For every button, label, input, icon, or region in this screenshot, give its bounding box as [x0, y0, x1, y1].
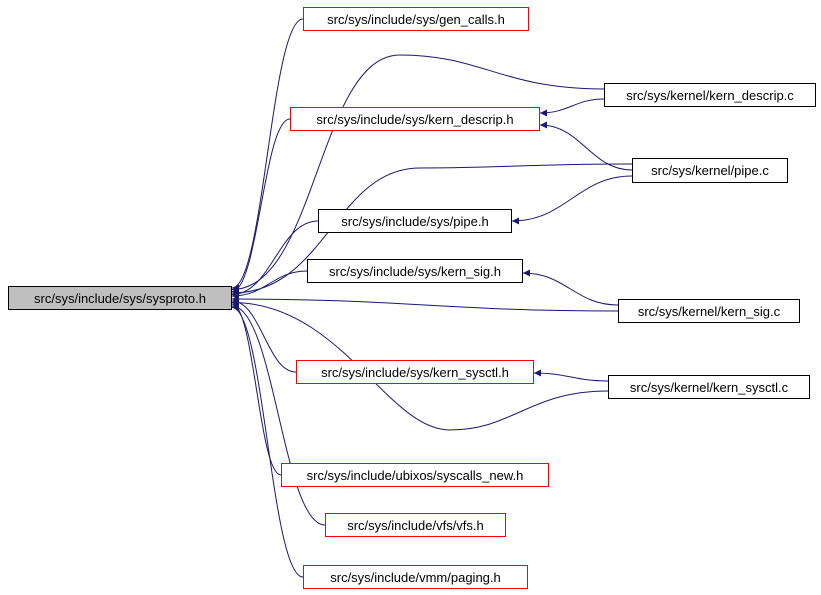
- edge-paging_h-to-sysproto_h: [231, 304, 304, 578]
- graph-node-label: src/sys/kernel/kern_sig.c: [637, 303, 781, 319]
- graph-node-kern_sig_c[interactable]: src/sys/kernel/kern_sig.c: [618, 299, 800, 323]
- graph-node-kern_sysctl_h[interactable]: src/sys/include/sys/kern_sysctl.h: [296, 360, 534, 384]
- edge-kern_sig_c-to-kern_sig_h: [522, 269, 619, 306]
- edge-pipe_c-to-kern_descrip_h: [539, 121, 633, 171]
- graph-node-kern_descrip_h[interactable]: src/sys/include/sys/kern_descrip.h: [290, 107, 540, 131]
- graph-node-label: src/sys/include/sys/kern_sysctl.h: [321, 364, 509, 380]
- edge-pipe_c-to-pipe_h: [511, 175, 633, 225]
- edge-kern_sig_c-to-sysproto_h: [231, 295, 619, 312]
- edge-kern_sysctl_h-to-sysproto_h: [231, 297, 297, 373]
- graph-node-kern_descrip_c[interactable]: src/sys/kernel/kern_descrip.c: [604, 83, 816, 107]
- graph-node-label: src/sys/include/ubixos/syscalls_new.h: [306, 467, 524, 483]
- graph-node-label: src/sys/include/sys/pipe.h: [341, 213, 489, 229]
- graph-node-label: src/sys/include/sys/sysproto.h: [34, 290, 206, 306]
- graph-node-pipe_h[interactable]: src/sys/include/sys/pipe.h: [318, 209, 512, 233]
- graph-node-kern_sysctl_c[interactable]: src/sys/kernel/kern_sysctl.c: [608, 375, 810, 399]
- edge-gen_calls_h-to-sysproto_h: [231, 18, 304, 292]
- graph-node-label: src/sys/include/sys/kern_sig.h: [329, 263, 501, 279]
- graph-node-paging_h[interactable]: src/sys/include/vmm/paging.h: [303, 565, 528, 589]
- graph-node-pipe_c[interactable]: src/sys/kernel/pipe.c: [632, 158, 788, 183]
- graph-node-kern_sig_h[interactable]: src/sys/include/sys/kern_sig.h: [307, 259, 523, 283]
- graph-node-label: src/sys/include/vfs/vfs.h: [347, 517, 484, 533]
- edge-pipe_c-to-sysproto_h: [231, 163, 633, 297]
- graph-node-label: src/sys/kernel/kern_descrip.c: [626, 87, 794, 103]
- edge-pipe_h-to-sysproto_h: [231, 220, 319, 298]
- edge-kern_sysctl_c-to-kern_sysctl_h: [533, 369, 609, 382]
- graph-node-label: src/sys/include/vmm/paging.h: [330, 569, 501, 585]
- graph-node-label: src/sys/include/sys/kern_descrip.h: [316, 111, 514, 127]
- graph-node-label: src/sys/include/sys/gen_calls.h: [327, 11, 505, 27]
- graph-node-label: src/sys/kernel/kern_sysctl.c: [629, 379, 789, 395]
- edge-kern_descrip_c-to-sysproto_h: [231, 54, 605, 293]
- edge-kern_sysctl_c-to-sysproto_h: [231, 299, 609, 431]
- graph-node-syscalls_new_h[interactable]: src/sys/include/ubixos/syscalls_new.h: [281, 463, 549, 487]
- edge-kern_descrip_h-to-sysproto_h: [231, 118, 291, 295]
- graph-node-label: src/sys/kernel/pipe.c: [651, 163, 769, 178]
- graph-node-vfs_h[interactable]: src/sys/include/vfs/vfs.h: [325, 513, 506, 537]
- graph-node-sysproto_h: src/sys/include/sys/sysproto.h: [8, 286, 232, 310]
- edge-kern_descrip_c-to-kern_descrip_h: [539, 98, 605, 117]
- edge-kern_sig_h-to-sysproto_h: [231, 270, 308, 300]
- edge-vfs_h-to-sysproto_h: [231, 302, 326, 526]
- edge-syscalls_new_h-to-sysproto_h: [231, 300, 282, 476]
- graph-node-gen_calls_h[interactable]: src/sys/include/sys/gen_calls.h: [303, 7, 529, 31]
